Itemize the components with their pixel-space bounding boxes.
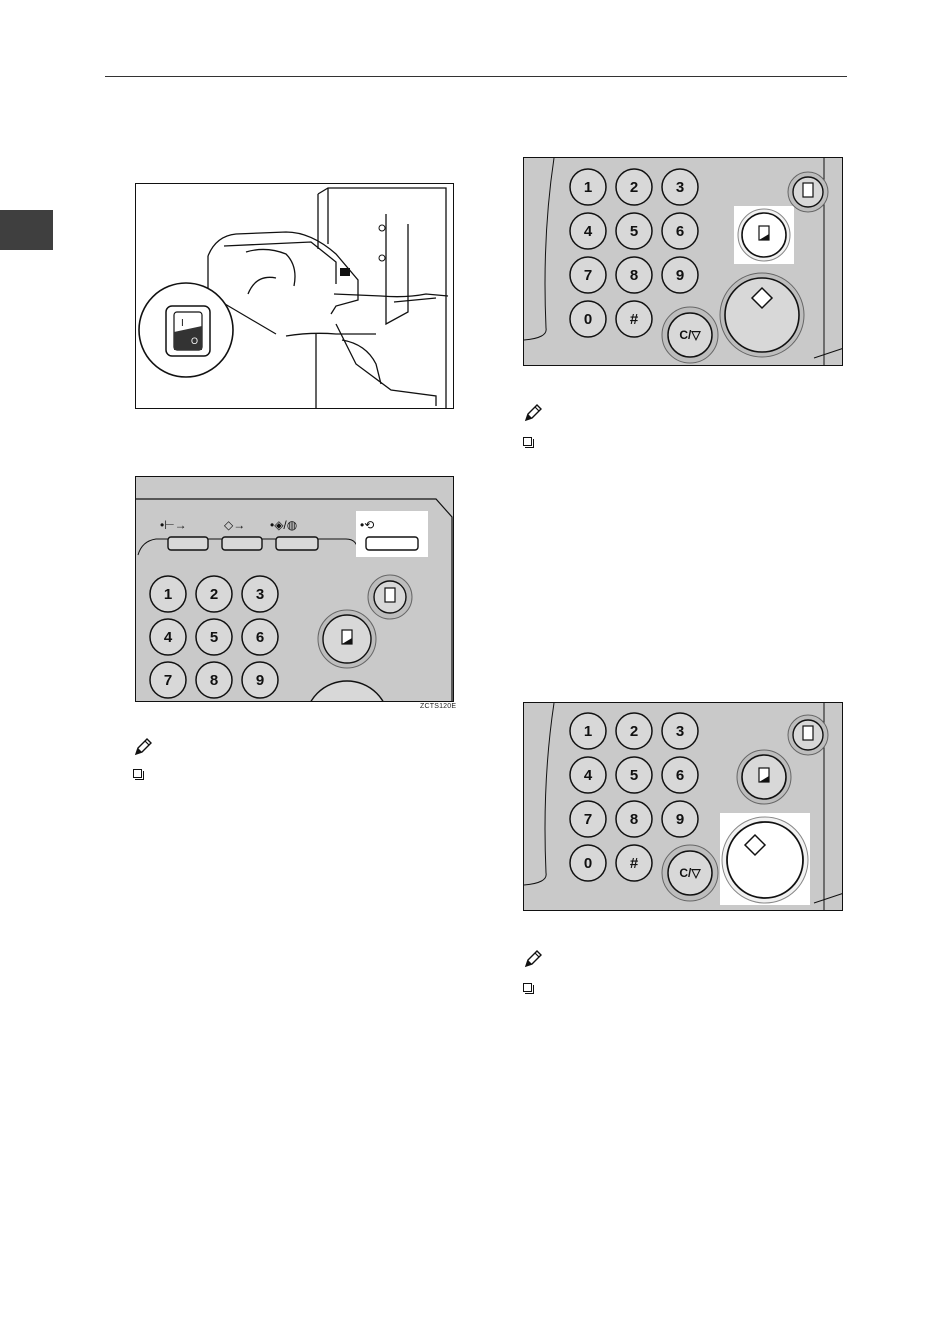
mode-key-label-1: •⊢→ xyxy=(160,518,187,532)
keypad-key-label: 1 xyxy=(584,179,592,196)
keypad-key-label: 8 xyxy=(210,672,218,689)
mode-key-button-4[interactable] xyxy=(366,537,418,550)
header-rule xyxy=(105,76,847,77)
keypad-key-label: 2 xyxy=(630,723,638,740)
clear-stop-label: C/▽ xyxy=(679,328,701,342)
note-bullet xyxy=(523,983,532,992)
keypad-key-label: 6 xyxy=(256,629,264,646)
keypad-key-label: 7 xyxy=(164,672,172,689)
figure-code: ZCTS120E xyxy=(420,703,456,710)
keypad-key-label: 7 xyxy=(584,811,592,828)
keypad-key-label: 2 xyxy=(630,179,638,196)
keypad-key-label: 1 xyxy=(584,723,592,740)
keypad-key-label: 5 xyxy=(630,767,638,784)
note-bullet xyxy=(523,437,532,446)
mode-key-label-2: ◇→ xyxy=(224,518,245,532)
keypad-key-label: 8 xyxy=(630,267,638,284)
switch-off-mark: O xyxy=(191,336,198,346)
pencil-note-icon xyxy=(523,949,543,969)
keypad-key-label: 5 xyxy=(630,223,638,240)
power-switch-illustration: I O xyxy=(135,183,454,409)
chapter-tab xyxy=(0,210,53,250)
pencil-note-icon xyxy=(133,737,153,757)
keypad-key-label: 3 xyxy=(676,723,684,740)
start-key-highlight[interactable] xyxy=(727,822,803,898)
keypad-key-label: 3 xyxy=(256,586,264,603)
keypad-key-label: 1 xyxy=(164,586,172,603)
keypad-key-label: # xyxy=(630,855,639,872)
keypad-key-label: 0 xyxy=(584,855,592,872)
mode-key-label-3: •◈/◍ xyxy=(270,518,297,532)
keypad-key-label: 9 xyxy=(676,811,684,828)
keypad-key-label: 9 xyxy=(676,267,684,284)
switch-on-mark: I xyxy=(181,318,184,329)
keypad-key-label: 6 xyxy=(676,767,684,784)
mode-key-label-4: •⟲ xyxy=(360,518,374,532)
keypad-key-label: 5 xyxy=(210,629,218,646)
pencil-note-icon xyxy=(523,403,543,423)
mode-key-button-3[interactable] xyxy=(276,537,318,550)
keypad-key-label: # xyxy=(630,311,639,328)
mode-key-button-2[interactable] xyxy=(222,537,262,550)
keypad-panel-illustration-b: 1 2 3 4 5 6 7 8 9 0 # C/▽ xyxy=(523,702,843,911)
keypad-key-label: 7 xyxy=(584,267,592,284)
note-bullet xyxy=(133,769,142,778)
keypad-key-label: 4 xyxy=(164,629,173,646)
keypad-key-label: 2 xyxy=(210,586,218,603)
keypad-key-label: 3 xyxy=(676,179,684,196)
keypad-panel-illustration-a: 1 2 3 4 5 6 7 8 9 0 # C/▽ xyxy=(523,157,843,366)
mode-keys-panel-illustration: •⊢→ ◇→ •◈/◍ •⟲ 1 2 3 4 5 6 7 8 9 xyxy=(135,476,454,702)
keypad-key-label: 6 xyxy=(676,223,684,240)
keypad-key-label: 4 xyxy=(584,767,593,784)
keypad-key-label: 0 xyxy=(584,311,592,328)
mode-key-button-1[interactable] xyxy=(168,537,208,550)
keypad-key-label: 9 xyxy=(256,672,264,689)
keypad-key-label: 8 xyxy=(630,811,638,828)
keypad-key-label: 4 xyxy=(584,223,593,240)
clear-stop-label: C/▽ xyxy=(679,866,701,880)
